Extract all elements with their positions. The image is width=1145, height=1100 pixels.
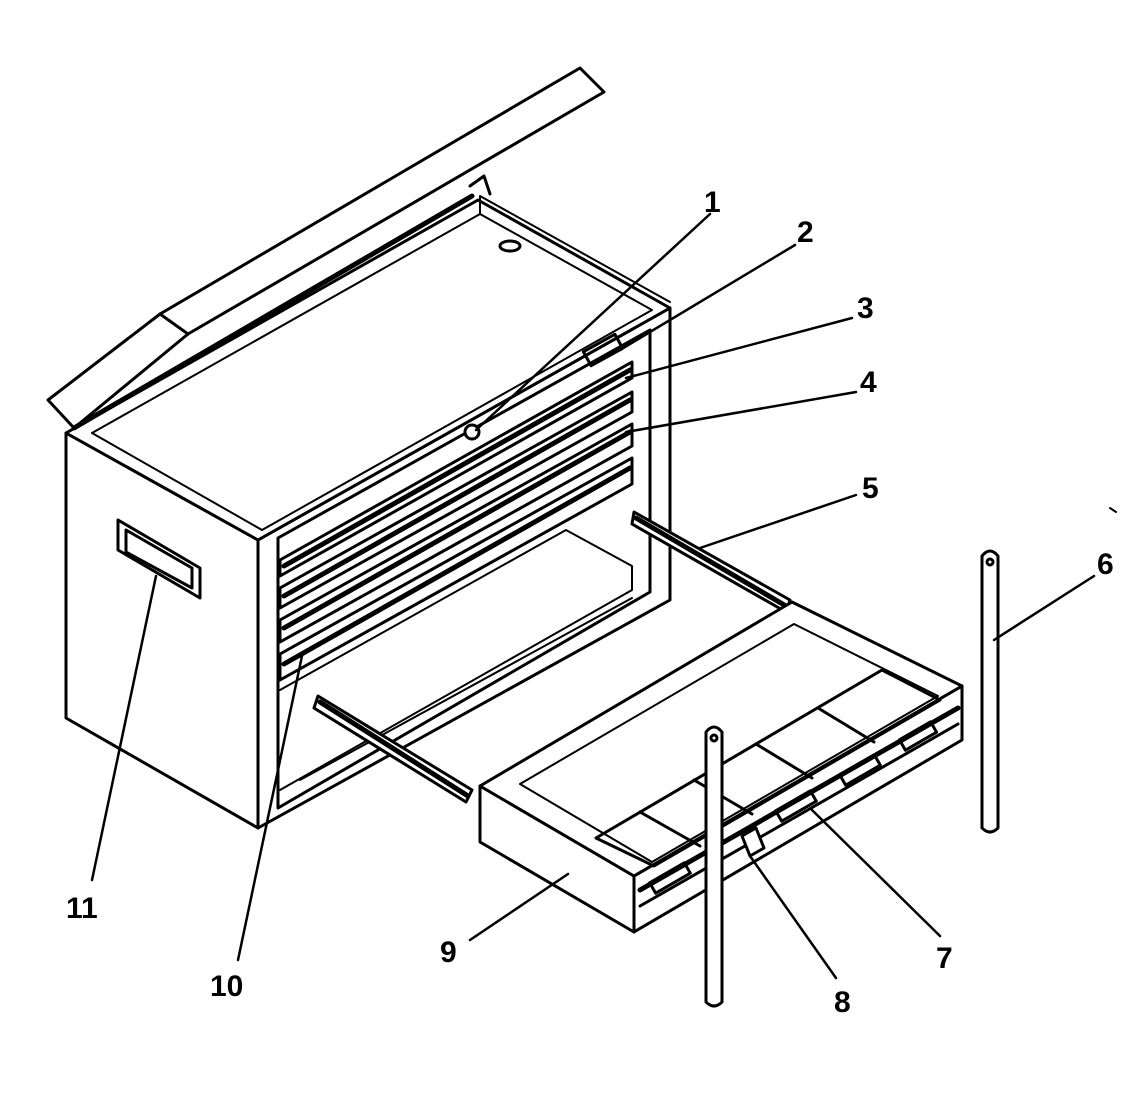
- lid-hinge-strip: [71, 193, 475, 431]
- slide-member-right: [980, 549, 1000, 834]
- chest-top-rear-wall: [479, 195, 671, 303]
- leader-lines: [90, 212, 1096, 980]
- callout-6: 6: [1097, 548, 1114, 581]
- drawer-third-pull: [281, 429, 633, 631]
- chest-front-opening: [276, 328, 652, 810]
- leader-11: [90, 574, 158, 882]
- leader-6: [992, 574, 1096, 642]
- chest-top-surface: [64, 198, 672, 542]
- lower-drawer-cavity: [279, 529, 633, 791]
- callout-4: 4: [860, 366, 877, 399]
- callout-7: 7: [936, 942, 953, 975]
- drawer-slides: [312, 510, 792, 804]
- drawer-side-rail-lower: [638, 722, 960, 908]
- rail-clip-c: [838, 753, 882, 787]
- tray-divider-1: [638, 810, 702, 848]
- callout-3: 3: [857, 292, 874, 325]
- callout-10: 10: [210, 970, 243, 1003]
- rail-clip-d: [897, 720, 939, 752]
- lid-edge: [158, 312, 190, 336]
- tray-divider-4: [816, 706, 876, 744]
- drawer-stack: [278, 332, 634, 682]
- cavity-floor-line: [299, 597, 633, 781]
- side-handle-recess: [116, 518, 202, 600]
- slide-member-right-hole: [985, 557, 995, 567]
- leader-2: [618, 243, 797, 352]
- callout-8: 8: [834, 986, 851, 1019]
- stray-mark: [1109, 507, 1117, 513]
- lid-hinge-bracket: [468, 174, 492, 196]
- loose-slide-members: [704, 549, 1000, 1008]
- leader-4: [624, 390, 858, 434]
- leader-1: [474, 212, 712, 432]
- drawer-second: [278, 390, 634, 610]
- divider-tray: [594, 668, 942, 868]
- leader-7: [810, 808, 942, 938]
- drawer-second-pull: [281, 397, 633, 599]
- drawer-fourth: [278, 456, 634, 682]
- lock-cylinder: [463, 423, 481, 441]
- tray-divider-3: [754, 742, 814, 780]
- rail-clip-b: [774, 789, 818, 823]
- drawer-third: [278, 422, 634, 644]
- slide-member-front-hole: [709, 733, 719, 743]
- callout-labels: 1 2 3 4 5 6 7 8 9 10 11: [66, 186, 1114, 1019]
- top-compartment-bumper: [498, 239, 522, 253]
- drawer-fourth-pull: [281, 465, 633, 667]
- rail-bracket-8: [740, 826, 766, 858]
- side-handle-grip: [124, 528, 194, 590]
- callout-2: 2: [797, 216, 814, 249]
- leader-10: [236, 654, 304, 962]
- nameplate: [581, 332, 625, 368]
- callout-5: 5: [862, 472, 879, 505]
- leader-5: [698, 493, 858, 550]
- drawer-top-pull: [281, 367, 633, 569]
- rail-clip-a: [648, 861, 692, 895]
- leader-9: [468, 872, 570, 942]
- chest-top-inner-rim: [91, 213, 653, 531]
- slide-member-front: [704, 725, 724, 1008]
- left-drawer-slide-track: [317, 699, 471, 799]
- chest-body: [64, 195, 672, 830]
- callout-9: 9: [440, 936, 457, 969]
- drawer-inner-rim: [519, 623, 939, 863]
- drawer-top: [278, 360, 634, 578]
- leader-3: [624, 316, 854, 380]
- callout-11: 11: [66, 892, 98, 925]
- callout-1: 1: [704, 186, 721, 219]
- leader-8: [748, 854, 838, 980]
- chest-lid: [46, 66, 606, 431]
- right-drawer-slide-track: [633, 515, 789, 609]
